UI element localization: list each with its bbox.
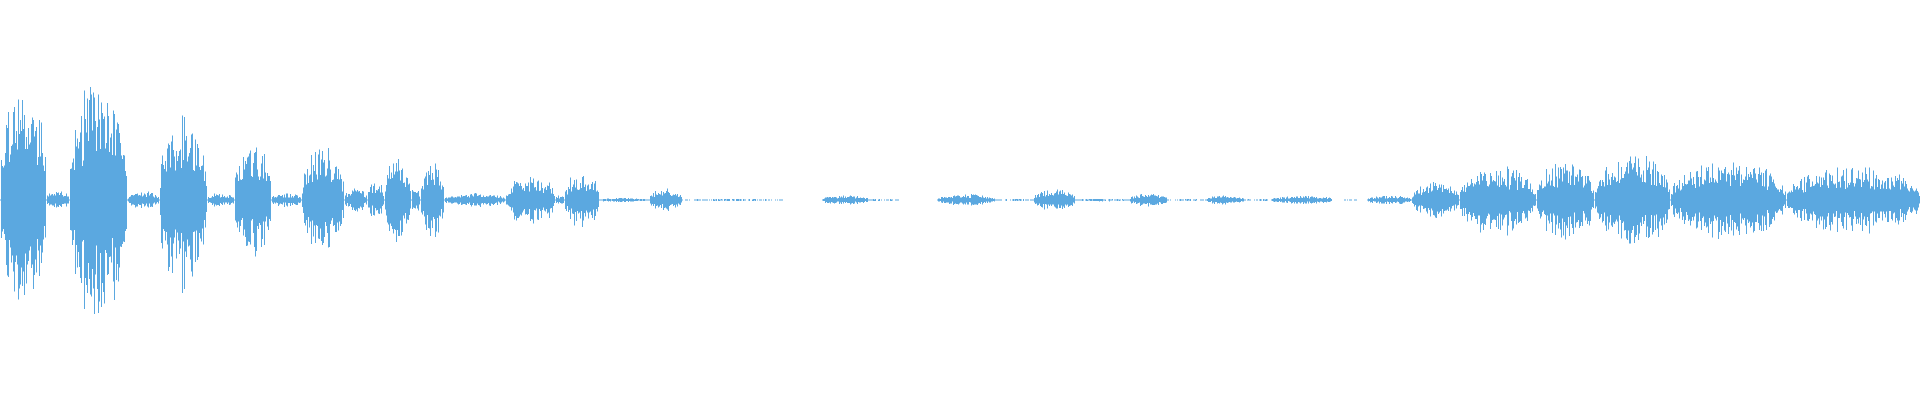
waveform-group [0,86,1920,315]
waveform-path [0,86,1920,315]
